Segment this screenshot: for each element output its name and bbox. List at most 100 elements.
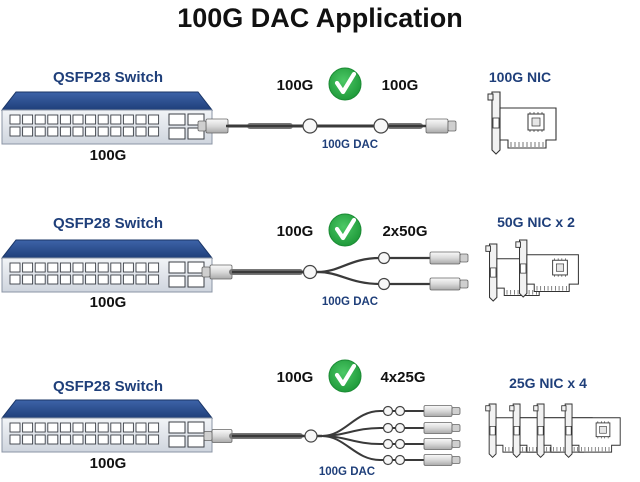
switch-port xyxy=(34,274,46,285)
switch-port xyxy=(122,262,134,273)
switch-port xyxy=(97,274,109,285)
switch-port xyxy=(47,262,59,273)
switch-port xyxy=(85,422,97,433)
switch-uplink-port xyxy=(168,275,186,288)
switch-uplink-port xyxy=(168,261,186,274)
cable-connector xyxy=(423,438,461,450)
ferrite-ring xyxy=(394,405,406,417)
nic-label: 25G NIC x 4 xyxy=(509,375,587,391)
left-rate: 100G xyxy=(277,223,314,240)
switch-port xyxy=(34,434,46,445)
left-rate: 100G xyxy=(277,369,314,386)
switch-port xyxy=(47,114,59,125)
switch-uplink-port xyxy=(187,421,205,434)
switch-port xyxy=(72,262,84,273)
check-circle xyxy=(328,359,362,393)
switch-uplink-port xyxy=(168,113,186,126)
switch-port xyxy=(22,262,34,273)
switch-label: QSFP28 Switch xyxy=(53,215,163,232)
switch-port xyxy=(148,274,160,285)
switch-port xyxy=(9,126,21,137)
switch-port xyxy=(9,422,21,433)
row-100g-nic: QSFP28 Switch 100G 100G 100G 100G DAC 10… xyxy=(0,67,557,164)
switch-port xyxy=(122,126,134,137)
switch-port xyxy=(9,262,21,273)
check-mark xyxy=(334,363,357,387)
switch-port xyxy=(72,434,84,445)
switch-port xyxy=(59,114,71,125)
ferrite-ring xyxy=(302,264,318,280)
right-rate: 2x50G xyxy=(382,223,427,240)
cable-connector xyxy=(425,118,457,134)
switch-port xyxy=(110,422,122,433)
right-rate: 100G xyxy=(382,77,419,94)
switch-port xyxy=(72,114,84,125)
switch-port xyxy=(34,262,46,273)
switch-uplink-port xyxy=(168,127,186,140)
switch-port xyxy=(72,126,84,137)
nic-label: 50G NIC x 2 xyxy=(497,214,575,230)
switch-port xyxy=(97,114,109,125)
switch-port xyxy=(9,274,21,285)
switch-port xyxy=(85,274,97,285)
switch-port xyxy=(148,114,160,125)
switch-port xyxy=(85,434,97,445)
switch-port xyxy=(110,126,122,137)
switch-port xyxy=(47,126,59,137)
switch-port xyxy=(148,422,160,433)
nic-card-icon xyxy=(485,403,621,458)
left-rate: 100G xyxy=(277,77,314,94)
switch-port xyxy=(22,274,34,285)
switch-port xyxy=(97,262,109,273)
switch-port xyxy=(97,434,109,445)
switch-port xyxy=(148,126,160,137)
check-icon xyxy=(328,359,362,393)
ferrite-ring xyxy=(394,454,406,466)
switch-port xyxy=(135,126,147,137)
switch-port xyxy=(148,434,160,445)
ferrite-ring xyxy=(377,277,391,291)
switch-top xyxy=(0,91,214,111)
cable-connector xyxy=(197,118,229,134)
nic-card-icon xyxy=(485,239,579,302)
switch-icon xyxy=(0,91,214,145)
nic-card-icon xyxy=(487,91,557,155)
switch-port xyxy=(85,114,97,125)
switch-port xyxy=(110,114,122,125)
switch-top xyxy=(0,399,214,419)
switch-port xyxy=(22,422,34,433)
switch-port xyxy=(72,274,84,285)
cable-connector xyxy=(423,405,461,417)
ferrite-ring xyxy=(394,438,406,450)
nic-card xyxy=(515,239,579,298)
switch-top xyxy=(0,239,214,259)
switch-uplink-port xyxy=(187,435,205,448)
cable-connector xyxy=(203,429,233,443)
switch-port xyxy=(122,274,134,285)
cable-connector xyxy=(201,264,233,280)
ferrite-ring xyxy=(394,422,406,434)
switch-port xyxy=(122,422,134,433)
dac-cable-icon xyxy=(203,405,461,466)
switch-port xyxy=(135,434,147,445)
switch-port xyxy=(97,126,109,137)
ferrite-ring xyxy=(302,118,318,134)
switch-label: QSFP28 Switch xyxy=(53,378,163,395)
switch-uplink-port xyxy=(187,113,205,126)
ferrite-ring xyxy=(382,438,394,450)
cable-connector xyxy=(423,454,461,466)
switch-port xyxy=(85,126,97,137)
dac-cable-icon xyxy=(197,118,457,134)
switch-speed: 100G xyxy=(90,147,127,164)
switch-speed: 100G xyxy=(90,455,127,472)
switch-port xyxy=(9,434,21,445)
check-icon xyxy=(328,213,362,247)
row-25g-nic: QSFP28 Switch 100G 100G 4x25G 100G DAC 2… xyxy=(0,359,621,478)
switch-port xyxy=(135,274,147,285)
switch-port xyxy=(34,114,46,125)
check-icon xyxy=(328,67,362,101)
right-rate: 4x25G xyxy=(380,369,425,386)
cable-label: 100G DAC xyxy=(322,296,378,308)
row-50g-nic: QSFP28 Switch 100G 100G 2x50G 100G DAC 5… xyxy=(0,213,579,311)
switch-port xyxy=(59,262,71,273)
